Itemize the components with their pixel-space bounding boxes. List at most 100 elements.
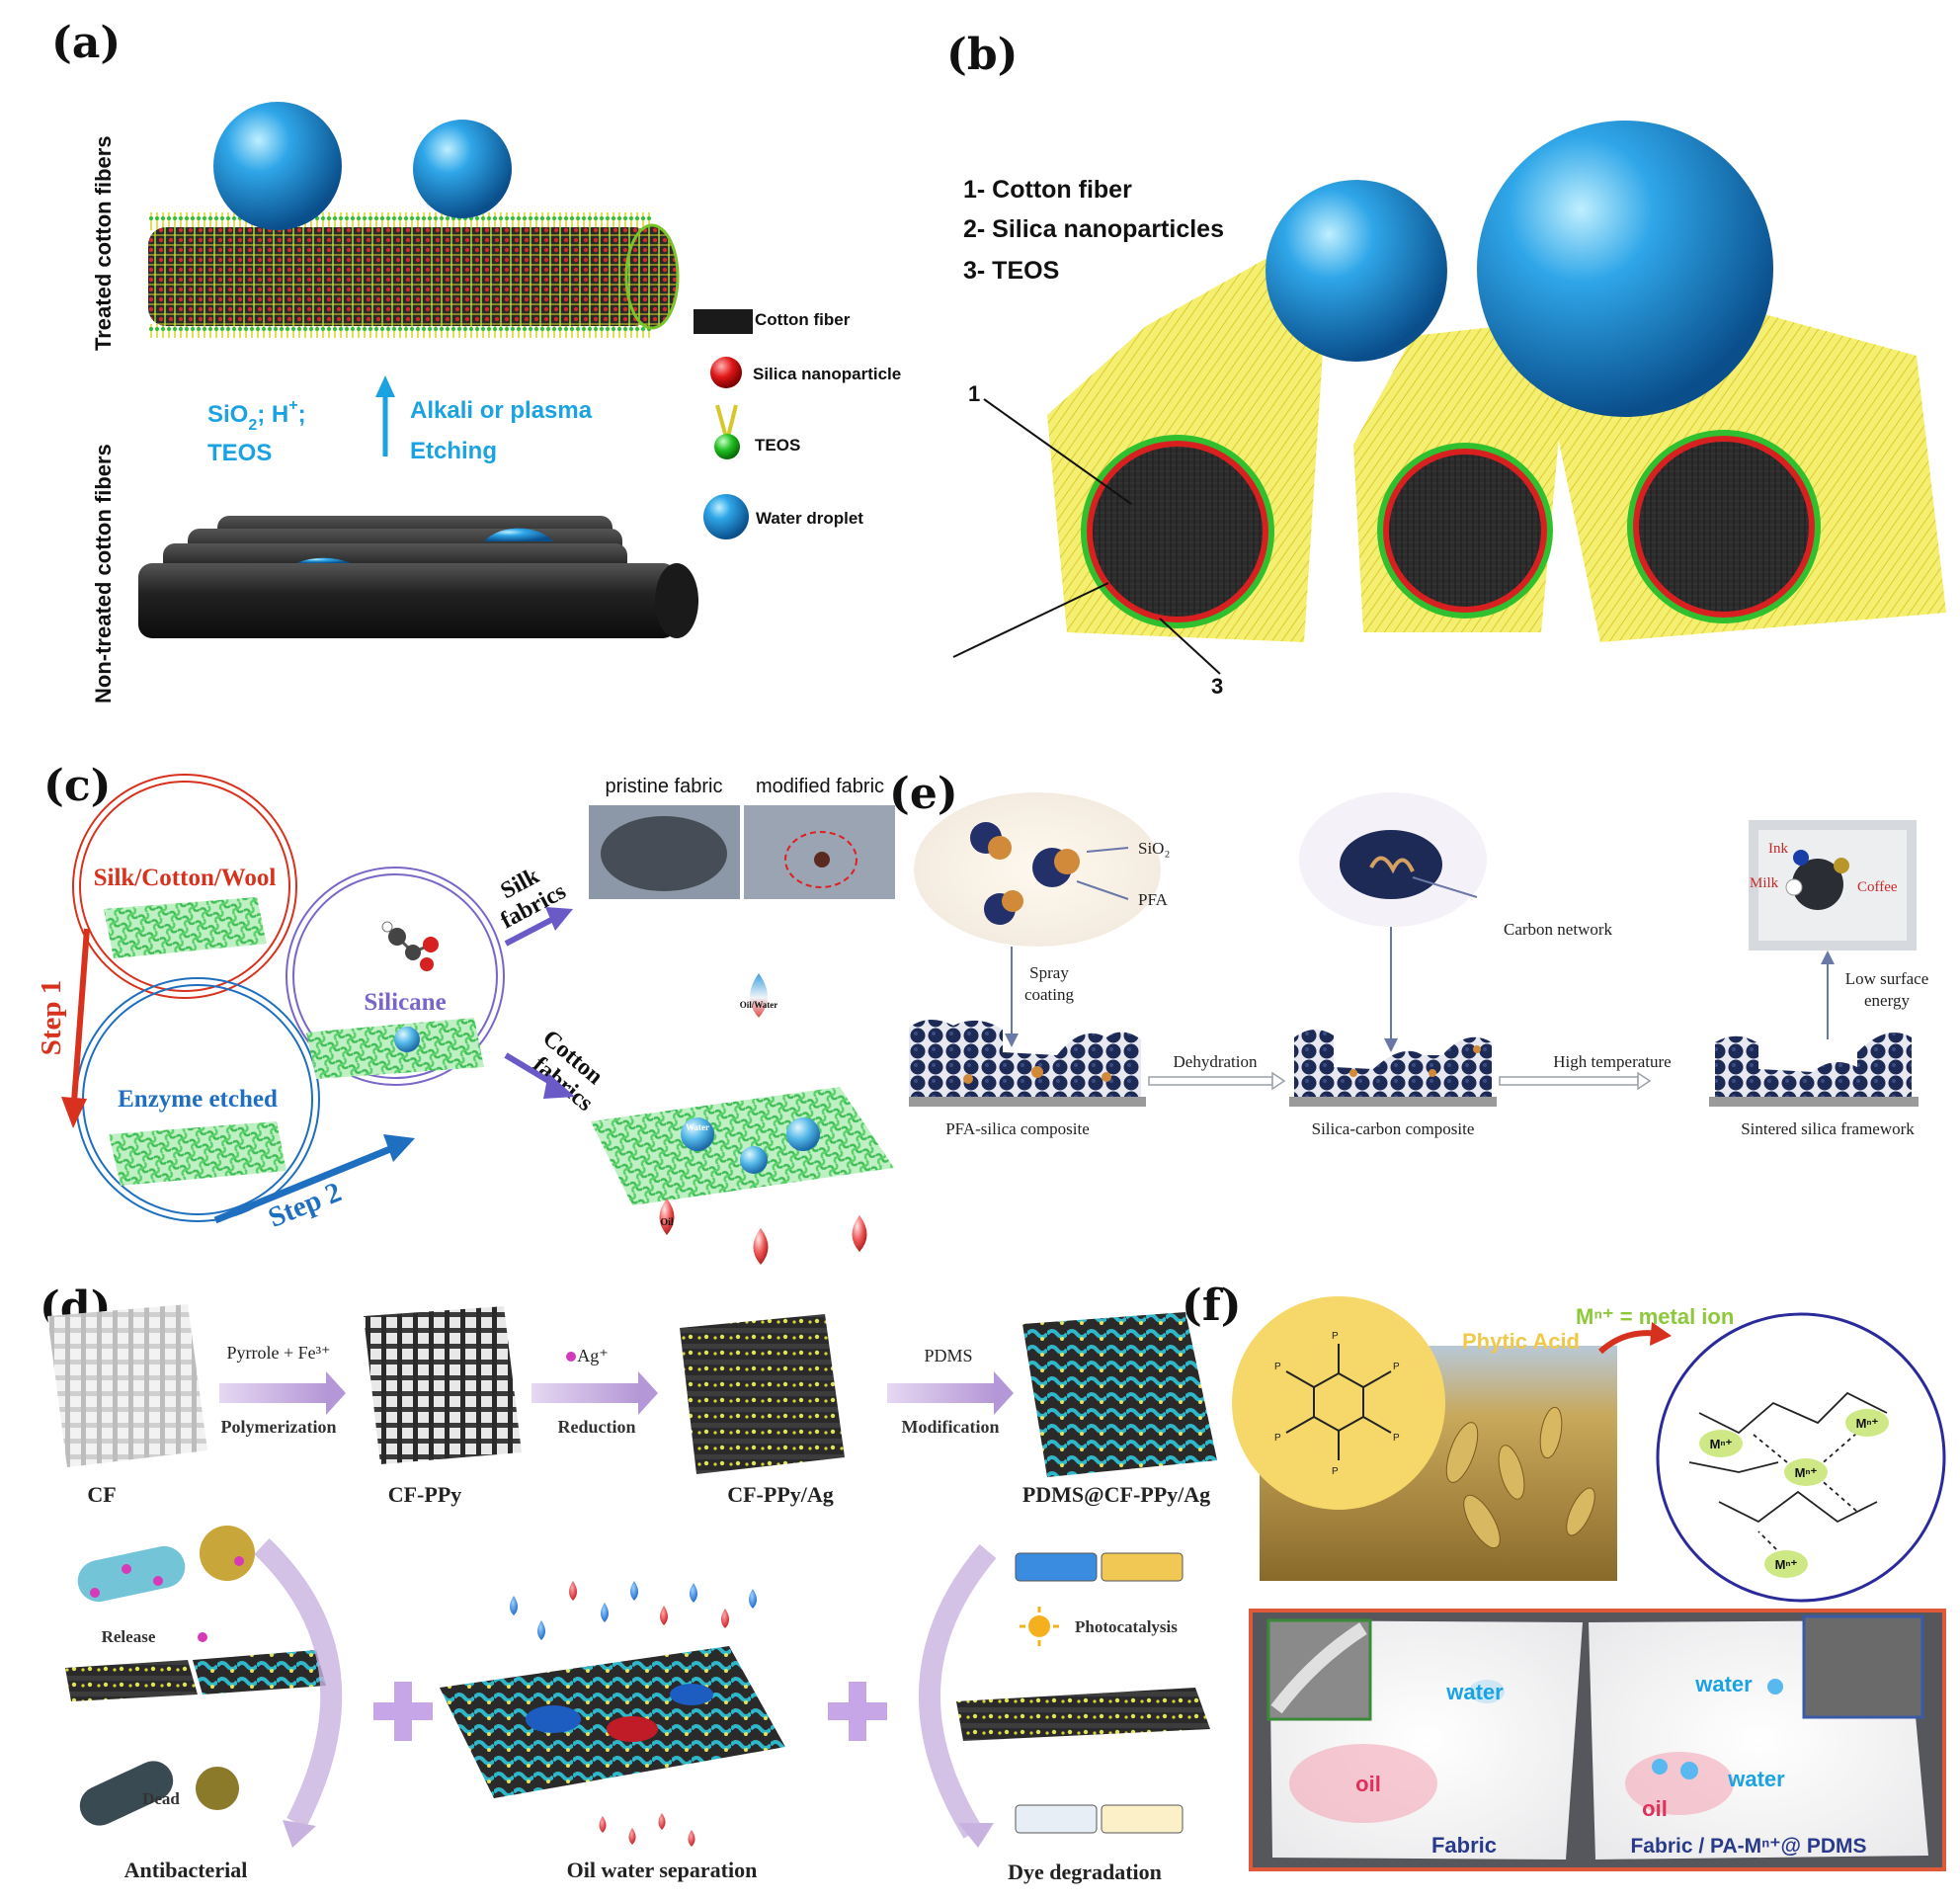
stage-pdms: PDMS@CF-PPy/Ag [1022,1482,1210,1507]
svg-text:3: 3 [1211,674,1223,699]
sio2-pointer [1086,847,1129,853]
ag-dot [566,1352,576,1362]
treated-label: Treated cotton fibers [91,135,116,351]
plus-icon-2 [828,1682,887,1741]
treated-fiber [148,212,680,338]
step1-label: Step 1 [36,980,67,1056]
svg-text:P: P [1274,1362,1281,1372]
stage-cf: CF [87,1482,116,1507]
stage-2-label: Silica-carbon composite [1312,1119,1475,1138]
panel-e-diagram: SiO₂ PFA Spray coating PFA-silica compos… [909,792,1928,1138]
svg-text:1- Cotton fiber: 1- Cotton fiber [963,176,1132,204]
arrow-polymerization [219,1371,346,1415]
photo-pristine [589,805,740,899]
circle-enzyme-label: Enzyme etched [118,1086,278,1113]
photo-milk: Milk [1750,875,1779,891]
cotton-arrow [504,1052,575,1099]
water-label-1: water [1445,1680,1504,1704]
callout-3: 3 [1159,618,1223,699]
sun-icon [1020,1607,1059,1646]
svg-text:Mⁿ⁺: Mⁿ⁺ [1710,1437,1733,1451]
oil-label-1: oil [1355,1772,1381,1796]
fiber-section-right [1627,430,1821,623]
water-stain-1 [1469,1680,1505,1703]
stain-photo [1749,820,1917,951]
circle-raw-fabric [72,774,297,999]
substrate-1 [909,1097,1146,1107]
panel-b-diagram: 1- Cotton fiber 2- Silica nanoparticles … [952,121,1946,699]
svg-text:Silica nanoparticle: Silica nanoparticle [753,365,901,383]
callout-1: 1 [968,381,1132,505]
reagent-line-2: TEOS [207,440,272,466]
oil-water-label: Oil/Water [740,1000,778,1010]
step1-arrow [61,928,90,1128]
app-dye: Dye degradation [1008,1860,1162,1884]
metal-ion-nodes: Mⁿ⁺ Mⁿ⁺ Mⁿ⁺ Mⁿ⁺ [1699,1409,1889,1578]
stage-cf-ppy: CF-PPy [388,1482,462,1507]
svg-text:TEOS: TEOS [755,436,800,455]
dye-fabric [956,1688,1210,1741]
photo-modified [744,805,895,899]
dead-bacteria-icon [79,1761,239,1826]
arrow-3-bottom: Modification [902,1417,1000,1437]
arrow-2-top: Ag⁺ [577,1346,609,1365]
soybean-pods [1445,1406,1595,1549]
app-antibacterial: Antibacterial [124,1858,248,1882]
panel-a-label: (a) [51,18,122,68]
svg-text:P: P [1274,1433,1281,1444]
arrow-1-bottom: Polymerization [221,1417,337,1437]
blue-pool-2 [670,1684,713,1705]
high-temp-label: High temperature [1553,1052,1671,1071]
molecule-icon [381,921,439,971]
silicane-droplet [394,1027,420,1052]
blue-pool-1 [526,1705,581,1733]
spray-label-2: coating [1024,985,1075,1004]
bacteria-icon [77,1526,255,1603]
legend-water-swatch [703,494,749,539]
circle-silicane-label: Silicane [364,989,446,1016]
water-label-2: water [1694,1672,1753,1696]
fabric-cf-ppy [364,1306,522,1464]
silica-carbon-layer [1294,1029,1492,1097]
treatment-arrow [375,375,395,456]
dead-label: Dead [142,1789,180,1808]
pfa-silica-layer [909,1019,1141,1097]
water-label-3: water [1727,1767,1785,1791]
process-line-2: Etching [410,438,497,464]
enzyme-fabric-mesh [109,1121,286,1186]
panel-c-diagram: Silk/Cotton/Wool Enzyme etched Silicane … [36,774,895,1265]
pfa-label: PFA [1138,890,1169,909]
dye-curve [919,1543,997,1839]
svg-text:1: 1 [968,381,980,406]
svg-text:Mⁿ⁺: Mⁿ⁺ [1775,1557,1798,1572]
panel-c-label: (c) [43,761,112,811]
legend-teos-swatch [714,404,740,459]
svg-text:Mⁿ⁺: Mⁿ⁺ [1795,1465,1818,1480]
oil-drop-3 [852,1215,867,1252]
arrow-1-top: Pyrrole + Fe³⁺ [226,1343,330,1363]
droplet-left [1266,180,1447,362]
silk-arrow [504,907,573,947]
panel-e-label: (e) [889,769,958,819]
legend-silica-swatch [710,357,742,388]
photo-pristine-label: pristine fabric [606,776,723,797]
sio2-label: SiO₂ [1138,839,1170,858]
panel-a-diagram: Treated cotton fibers Non-treated cotton… [91,102,901,703]
dye-dishes-after [1015,1804,1184,1834]
arrow-reduction [531,1371,658,1415]
sem-inset-right [1802,1614,1924,1719]
water-bead-2 [1652,1759,1668,1775]
release-label: Release [102,1627,156,1646]
panel-b-list: 1- Cotton fiber 2- Silica nanoparticles … [963,176,1224,285]
phytic-p-atoms: PPP PPP [1274,1331,1400,1477]
oil-drop-1 [659,1199,675,1235]
raw-fabric-mesh [104,897,267,958]
treated-cotton-mesh [591,1087,894,1205]
reagent-line-1: SiO2; H+; [207,397,306,434]
antibacterial-fabric-2 [193,1650,326,1695]
water-droplet-small [413,120,512,218]
process-line-1: Alkali or plasma [410,397,593,424]
fabric-cf [47,1304,207,1467]
fabric-water-drop-3 [740,1146,768,1174]
plus-icon-1 [373,1682,433,1741]
